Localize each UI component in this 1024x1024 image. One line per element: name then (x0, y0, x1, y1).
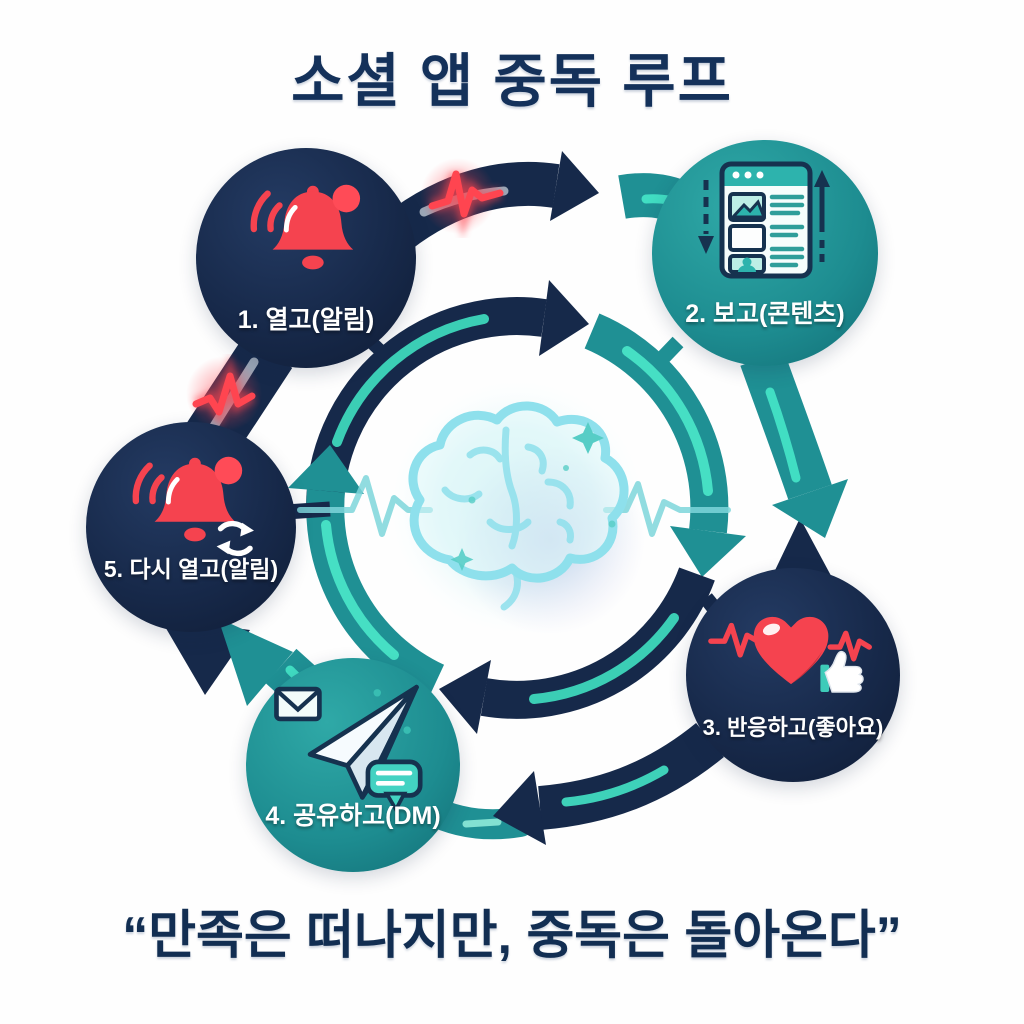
node-5-open-again-notification: 5. 다시 열고(알림) (86, 422, 296, 632)
node-4-label: 4. 공유하고(DM) (265, 802, 441, 830)
content-feed-icon (698, 161, 830, 279)
ekg-line-left (297, 475, 433, 537)
bell-refresh-icon (132, 456, 254, 557)
node-2-label: 2. 보고(콘텐츠) (685, 300, 845, 328)
heartbeat-pulse-icon (428, 170, 504, 218)
node-2-see-content: 2. 보고(콘텐츠) (652, 140, 878, 366)
node-1-label: 1. 열고(알림) (237, 306, 375, 334)
arrow-node2-to-node3 (740, 350, 848, 538)
node-3-label: 3. 반응하고(좋아요) (702, 715, 884, 740)
node-3-react-like: 3. 반응하고(좋아요) (686, 568, 900, 782)
node-4-share-dm: 4. 공유하고(DM) (246, 658, 460, 872)
bottom-quote: “만족은 떠나지만, 중독은 돌아온다” (122, 907, 902, 965)
brain-icon (297, 401, 731, 611)
refresh-icon (216, 520, 254, 557)
ekg-line-right (603, 481, 731, 537)
heart-like-icon (708, 616, 872, 693)
sparkles (450, 422, 616, 571)
page-title: 소셜 앱 중독 루프 (291, 49, 733, 114)
paper-plane-dm-icon (274, 684, 423, 814)
inner-cycle-ring (288, 280, 746, 734)
node-1-open-notification: 1. 열고(알림) (196, 148, 416, 368)
heartbeat-pulse-icon (192, 372, 256, 416)
bell-notification-icon (250, 184, 361, 270)
node-5-label: 5. 다시 열고(알림) (103, 556, 279, 582)
